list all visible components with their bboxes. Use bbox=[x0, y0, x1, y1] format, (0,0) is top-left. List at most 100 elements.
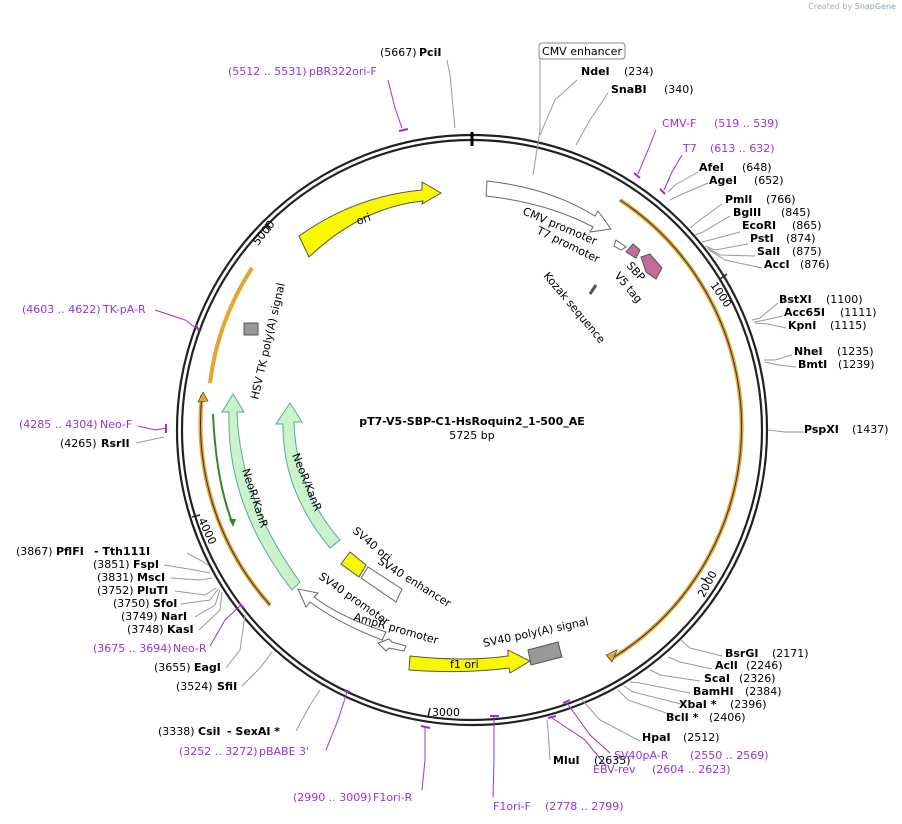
site-name-afei: AfeI bbox=[699, 161, 724, 174]
site-pos-pmli: (766) bbox=[766, 193, 796, 206]
site-pos-kpni: (1115) bbox=[830, 319, 867, 332]
orange-arrowhead-left bbox=[197, 391, 209, 403]
primer-name-f1orif: F1ori-F bbox=[493, 800, 531, 813]
primer-name-sv40par: SV40pA-R bbox=[614, 749, 669, 762]
sv40-polya-feature bbox=[527, 641, 563, 666]
site-name-acci: AccI bbox=[764, 258, 790, 271]
site-pos-msci: (3831) bbox=[97, 571, 134, 584]
primer-range-tkpar: (4603 .. 4622) bbox=[22, 303, 101, 316]
cmv-enhancer-box bbox=[538, 42, 626, 60]
f1-ori-feature bbox=[408, 649, 532, 674]
site-name-snabi: SnaBI bbox=[611, 83, 647, 96]
site-pos-rsrii: (4265) bbox=[60, 437, 97, 450]
primer-name-t7: T7 bbox=[682, 142, 697, 155]
ori-label: ori bbox=[355, 211, 373, 228]
site-name-pflfi: PflFI bbox=[56, 545, 84, 558]
neor-outer-stripe bbox=[212, 413, 233, 523]
ori-feature bbox=[298, 181, 442, 258]
site-pos-sali: (875) bbox=[792, 245, 822, 258]
site-pos-acc65i: (1111) bbox=[840, 306, 877, 319]
kozak-feature bbox=[588, 284, 598, 295]
site-name-nhei: NheI bbox=[794, 345, 823, 358]
site-pos-bsrgi: (2171) bbox=[772, 647, 809, 660]
site-name-bstxi: BstXI bbox=[779, 293, 812, 306]
primer-range-pbr322ori: (5512 .. 5531) bbox=[228, 65, 307, 78]
site-pos-bstxi: (1100) bbox=[826, 293, 863, 306]
site-pos-eagi: (3655) bbox=[154, 661, 191, 674]
site-pos-pluti: (3752) bbox=[97, 584, 134, 597]
tick-5000: 5000 bbox=[250, 218, 277, 248]
site-name-bmti: BmtI bbox=[798, 358, 827, 371]
leader-lines bbox=[135, 58, 804, 761]
site-pos-scai: (2326) bbox=[739, 672, 776, 685]
site-pos-xbai: (2396) bbox=[730, 698, 767, 711]
site-name-psti: PstI bbox=[750, 232, 774, 245]
neor-outer-feature bbox=[221, 393, 301, 591]
site-name-eagi: EagI bbox=[194, 661, 221, 674]
primer-name-tkpar: TK-pA-R bbox=[102, 303, 146, 316]
plasmid-name: pT7-V5-SBP-C1-HsRoquin2_1-500_AE bbox=[359, 415, 585, 428]
site-name-sfoi: SfoI bbox=[153, 597, 177, 610]
orange-arc-left-b-core bbox=[200, 394, 271, 606]
plasmid-size: 5725 bp bbox=[449, 429, 494, 442]
site-name-ecori: EcoRI bbox=[742, 219, 776, 232]
site-pos-pspxi: (1437) bbox=[852, 423, 889, 436]
cmv-promoter-feature bbox=[485, 180, 612, 233]
site-name-pmli: PmlI bbox=[725, 193, 752, 206]
orange-arrowhead-right bbox=[605, 649, 618, 663]
site-pos-nhei: (1235) bbox=[837, 345, 874, 358]
site-pos-sfoi: (3750) bbox=[113, 597, 150, 610]
site-name-ndei: NdeI bbox=[581, 65, 610, 78]
neor-inner-feature bbox=[275, 402, 341, 549]
site-pos-fspi: (3851) bbox=[93, 558, 130, 571]
tick-marks bbox=[191, 223, 728, 718]
site-pos-bamhi: (2384) bbox=[745, 685, 782, 698]
site-pos-acli: (2246) bbox=[746, 659, 783, 672]
site-name-fspi: FspI bbox=[133, 558, 159, 571]
primer-name-cmvf: CMV-F bbox=[662, 117, 696, 130]
site-name-acli: AclI bbox=[715, 659, 738, 672]
site-pos-snabi: (340) bbox=[664, 83, 694, 96]
primer-name-neor: Neo-R bbox=[173, 642, 207, 655]
primer-range-f1orir: (2990 .. 3009) bbox=[293, 791, 372, 804]
site-name-msci: MscI bbox=[137, 571, 165, 584]
hsv-tk-label: HSV TK poly(A) signal bbox=[248, 282, 287, 401]
site-pos-acci: (876) bbox=[800, 258, 830, 271]
site-pos-agei: (652) bbox=[754, 174, 784, 187]
site-pos-hpai: (2512) bbox=[683, 731, 720, 744]
site-name-mlui: MluI bbox=[553, 754, 580, 767]
site-name-rsrii: RsrII bbox=[101, 437, 130, 450]
site-name-hpai: HpaI bbox=[642, 731, 671, 744]
site-name-csii: CsiI bbox=[198, 725, 220, 738]
primer-name-ebvrev: EBV-rev bbox=[593, 763, 636, 776]
site-pos-psti: (874) bbox=[786, 232, 816, 245]
site-pos-bcli: (2406) bbox=[709, 711, 746, 724]
site-name-bglii: BglII bbox=[733, 206, 761, 219]
primer-name-pbabe: pBABE 3' bbox=[259, 745, 309, 758]
site-extra-sexai: - SexAI * bbox=[227, 725, 280, 738]
site-name-xbai: XbaI * bbox=[679, 698, 717, 711]
site-name-sfii: SfiI bbox=[217, 680, 237, 693]
orange-arc-right-core bbox=[610, 199, 743, 660]
primer-range-neor: (3675 .. 3694) bbox=[93, 642, 172, 655]
sv40-enhancer-feature bbox=[360, 566, 403, 603]
site-name-pspxi: PspXI bbox=[804, 423, 839, 436]
sbp-feature bbox=[625, 243, 641, 259]
primer-range-neof: (4285 .. 4304) bbox=[19, 418, 98, 431]
site-name-bsrgi: BsrGI bbox=[725, 647, 758, 660]
primer-name-f1orir: F1ori-R bbox=[373, 791, 413, 804]
snapgene-credit: Created by SnapGene bbox=[808, 2, 896, 11]
v5-tag-feature bbox=[640, 253, 663, 280]
site-name-kasi: KasI bbox=[167, 623, 194, 636]
primer-marks bbox=[165, 128, 666, 729]
site-name-bcli: BclI * bbox=[666, 711, 699, 724]
t7-promoter-feature bbox=[613, 239, 627, 251]
cmv-enhancer-label: CMV enhancer bbox=[542, 45, 622, 58]
neor-stripe-head bbox=[229, 519, 236, 527]
sv40-ori-feature bbox=[340, 551, 367, 578]
site-pos-kasi: (3748) bbox=[127, 623, 164, 636]
site-pos-pcii: (5667) bbox=[380, 46, 417, 59]
primer-range-f1orif: (2778 .. 2799) bbox=[545, 800, 624, 813]
tick-3000: 3000 bbox=[432, 706, 460, 719]
